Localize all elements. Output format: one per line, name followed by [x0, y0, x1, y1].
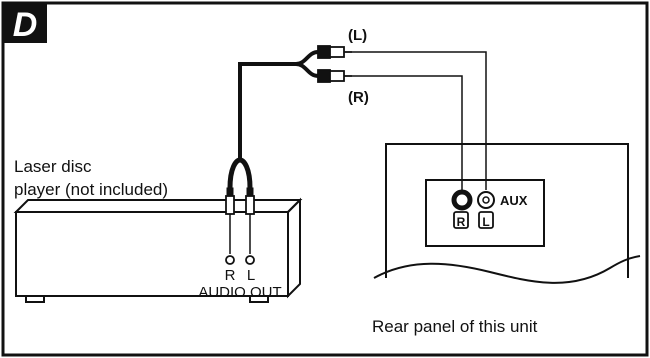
aux-terminal-box: [425, 179, 545, 247]
jack-l-label: L: [247, 267, 255, 284]
rear-panel-caption: Rear panel of this unit: [372, 317, 538, 336]
aux-jack-r-icon: [451, 189, 473, 211]
source-device-label-line1: Laser disc: [14, 157, 92, 176]
source-device-label-line2: player (not included): [14, 180, 168, 199]
panel-badge: D: [3, 3, 47, 44]
aux-l-mark: L: [482, 215, 489, 229]
signal-wires: [352, 51, 487, 190]
laser-disc-player: [13, 197, 303, 303]
jack-l-icon: [245, 255, 255, 265]
left-channel-label: (L): [348, 27, 367, 44]
plug-right: [317, 69, 352, 83]
audio-out-label: AUDIO OUT: [198, 284, 281, 301]
aux-r-mark: R: [457, 215, 466, 229]
plug-left: [317, 45, 352, 59]
rear-panel: [373, 143, 641, 284]
panel-letter: D: [13, 6, 38, 44]
aux-jacks: [451, 189, 495, 229]
jack-r-icon: [225, 255, 235, 265]
audio-out-jacks: [225, 255, 255, 265]
audio-cable: [225, 50, 319, 254]
right-channel-label: (R): [348, 89, 369, 106]
jack-r-label: R: [225, 267, 236, 284]
aux-label: AUX: [500, 193, 528, 208]
